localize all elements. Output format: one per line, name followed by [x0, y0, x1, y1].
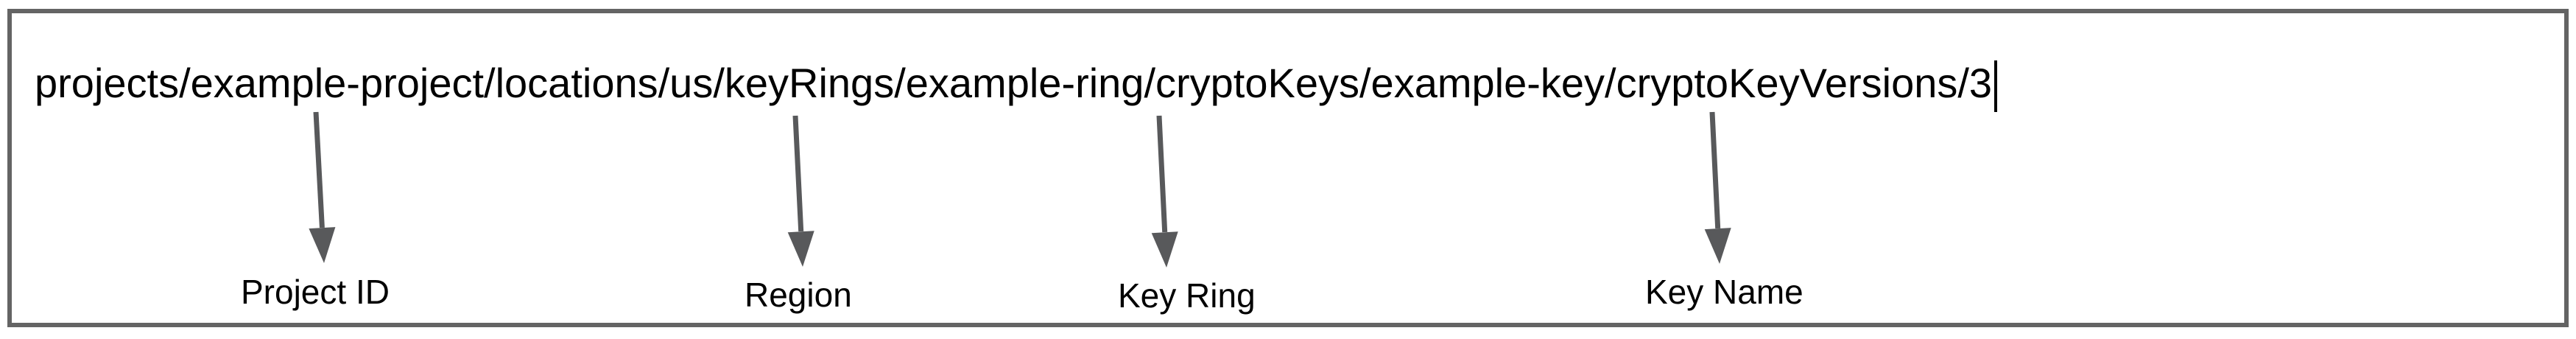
resource-path-text[interactable]: projects/example-project/locations/us/ke… [35, 59, 1998, 112]
resource-path-box[interactable]: projects/example-project/locations/us/ke… [7, 9, 2569, 327]
key-ring-label: Key Ring [1118, 276, 1256, 315]
project-id-label: Project ID [241, 273, 390, 311]
text-caret [1994, 60, 1998, 112]
resource-path-value: projects/example-project/locations/us/ke… [35, 60, 1993, 106]
region-label: Region [745, 276, 852, 314]
key-name-label: Key Name [1645, 273, 1803, 311]
